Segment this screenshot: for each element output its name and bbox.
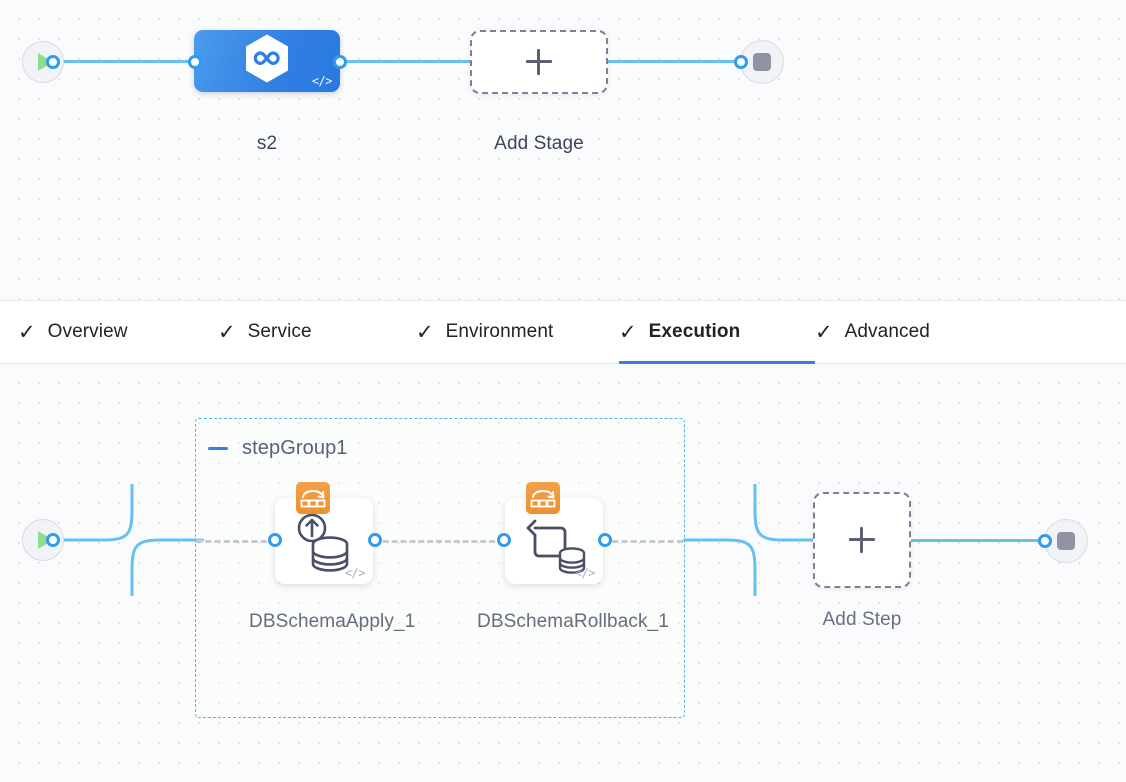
stage-end-node[interactable]	[740, 40, 784, 84]
db-schema-apply-icon	[275, 506, 373, 584]
step2-output-port[interactable]	[598, 533, 612, 547]
step-node-dbschemarollback-label: DBSchemaRollback_1	[477, 611, 669, 632]
harness-hexagon-infinity-icon	[244, 34, 290, 89]
execution-end-input-port[interactable]	[1038, 534, 1052, 548]
execution-start-output-port[interactable]	[46, 533, 60, 547]
step-group-header: stepGroup1	[208, 437, 348, 460]
connector-add-step-to-end	[910, 539, 1054, 542]
step-node-dbschemaapply-label: DBSchemaApply_1	[249, 611, 416, 632]
tab-service-label: Service	[247, 321, 312, 342]
step-group-stepGroup1[interactable]: stepGroup1	[195, 418, 685, 718]
step1-input-port[interactable]	[268, 533, 282, 547]
step2-input-port[interactable]	[497, 533, 511, 547]
tab-overview[interactable]: ✓ Overview	[18, 300, 218, 364]
connector-start-to-s2	[52, 60, 200, 63]
db-schema-rollback-icon	[505, 506, 603, 584]
tab-environment-label: Environment	[445, 321, 554, 342]
check-icon: ✓	[416, 319, 434, 344]
code-brackets-icon: </>	[344, 566, 366, 580]
connector-start-to-step-group	[52, 484, 212, 596]
plus-icon	[849, 527, 875, 553]
tab-advanced[interactable]: ✓ Advanced	[815, 300, 995, 364]
tab-execution[interactable]: ✓ Execution	[619, 300, 815, 364]
stop-icon	[753, 53, 771, 71]
minus-icon[interactable]	[208, 447, 228, 450]
execution-steps-canvas[interactable]: stepGroup1	[0, 364, 1126, 782]
tab-execution-label: Execution	[648, 321, 741, 342]
check-icon: ✓	[218, 319, 236, 344]
stage-config-tabs[interactable]: ✓ Overview ✓ Service ✓ Environment ✓ Exe…	[0, 300, 1126, 364]
step-group-title: stepGroup1	[242, 437, 348, 459]
start-node-output-port[interactable]	[46, 55, 60, 69]
add-stage-button[interactable]	[470, 30, 608, 94]
active-tab-underline	[619, 361, 815, 364]
add-step-button[interactable]	[813, 492, 911, 588]
code-brackets-icon: </>	[574, 566, 596, 580]
tab-overview-label: Overview	[47, 321, 128, 342]
step-node-dbschemarollback[interactable]: </>	[505, 482, 603, 584]
connector-step2-to-group-out	[603, 540, 683, 543]
add-stage-label: Add Stage	[494, 133, 584, 154]
add-step-label: Add Step	[822, 609, 902, 630]
connector-step-group-to-add-step	[683, 484, 843, 596]
s2-output-port[interactable]	[333, 55, 347, 69]
plus-icon	[526, 49, 552, 75]
connector-group-in-to-step1	[196, 540, 276, 543]
tab-environment[interactable]: ✓ Environment	[416, 300, 619, 364]
stage-node-s2[interactable]: </>	[194, 30, 340, 92]
code-brackets-icon: </>	[311, 74, 333, 88]
check-icon: ✓	[18, 319, 36, 344]
step1-output-port[interactable]	[368, 533, 382, 547]
end-node-input-port[interactable]	[734, 55, 748, 69]
stage-node-s2-label: s2	[256, 133, 278, 154]
rollback-strategy-badge-icon	[526, 482, 560, 514]
tab-service[interactable]: ✓ Service	[218, 300, 416, 364]
pipeline-stage-canvas[interactable]: </> s2 Add Stage	[0, 0, 1126, 300]
check-icon: ✓	[815, 319, 833, 344]
check-icon: ✓	[619, 319, 637, 344]
tab-advanced-label: Advanced	[844, 321, 930, 342]
stop-icon	[1057, 532, 1075, 550]
connector-step1-to-step2	[374, 540, 504, 543]
connector-s2-to-add-stage	[338, 60, 474, 63]
connector-add-stage-to-end	[606, 60, 750, 63]
rollback-strategy-badge-icon	[296, 482, 330, 514]
step-node-dbschemaapply[interactable]: </>	[275, 482, 373, 584]
s2-input-port[interactable]	[188, 55, 202, 69]
